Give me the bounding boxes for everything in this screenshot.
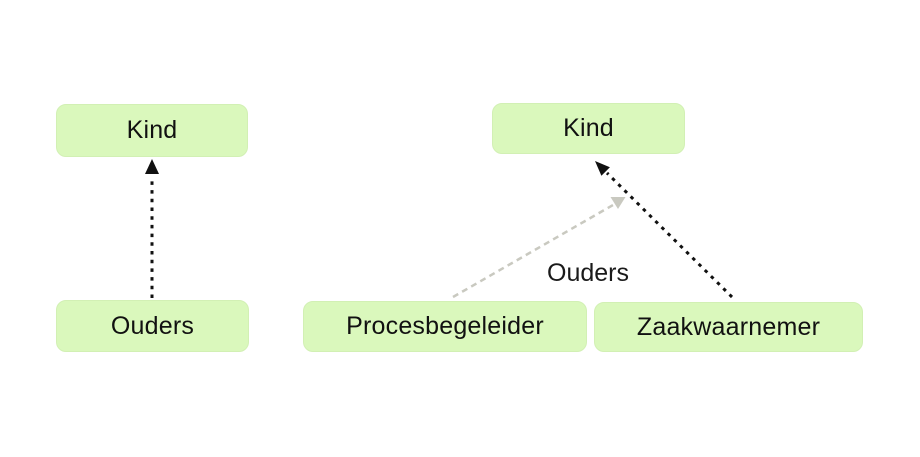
ouders-caption: Ouders <box>547 259 629 287</box>
arrow-procesbegeleider-to-kind-head-icon <box>610 197 626 209</box>
node-kind-left-label: Kind <box>126 116 178 144</box>
node-procesbegeleider-label: Procesbegeleider <box>346 312 544 340</box>
arrow-ouders-to-kind-head-icon <box>145 159 159 174</box>
node-kind-left: Kind <box>56 104 248 157</box>
node-zaakwaarnemer-label: Zaakwaarnemer <box>636 312 821 341</box>
node-kind-right: Kind <box>492 103 685 154</box>
node-procesbegeleider: Procesbegeleider <box>303 301 587 352</box>
arrow-zaakwaarnemer-to-kind-head-icon <box>595 161 610 176</box>
node-zaakwaarnemer: Zaakwaarnemer <box>594 302 863 352</box>
node-kind-right-label: Kind <box>563 114 614 142</box>
node-ouders-label: Ouders <box>110 311 195 340</box>
node-ouders: Ouders <box>56 300 249 352</box>
